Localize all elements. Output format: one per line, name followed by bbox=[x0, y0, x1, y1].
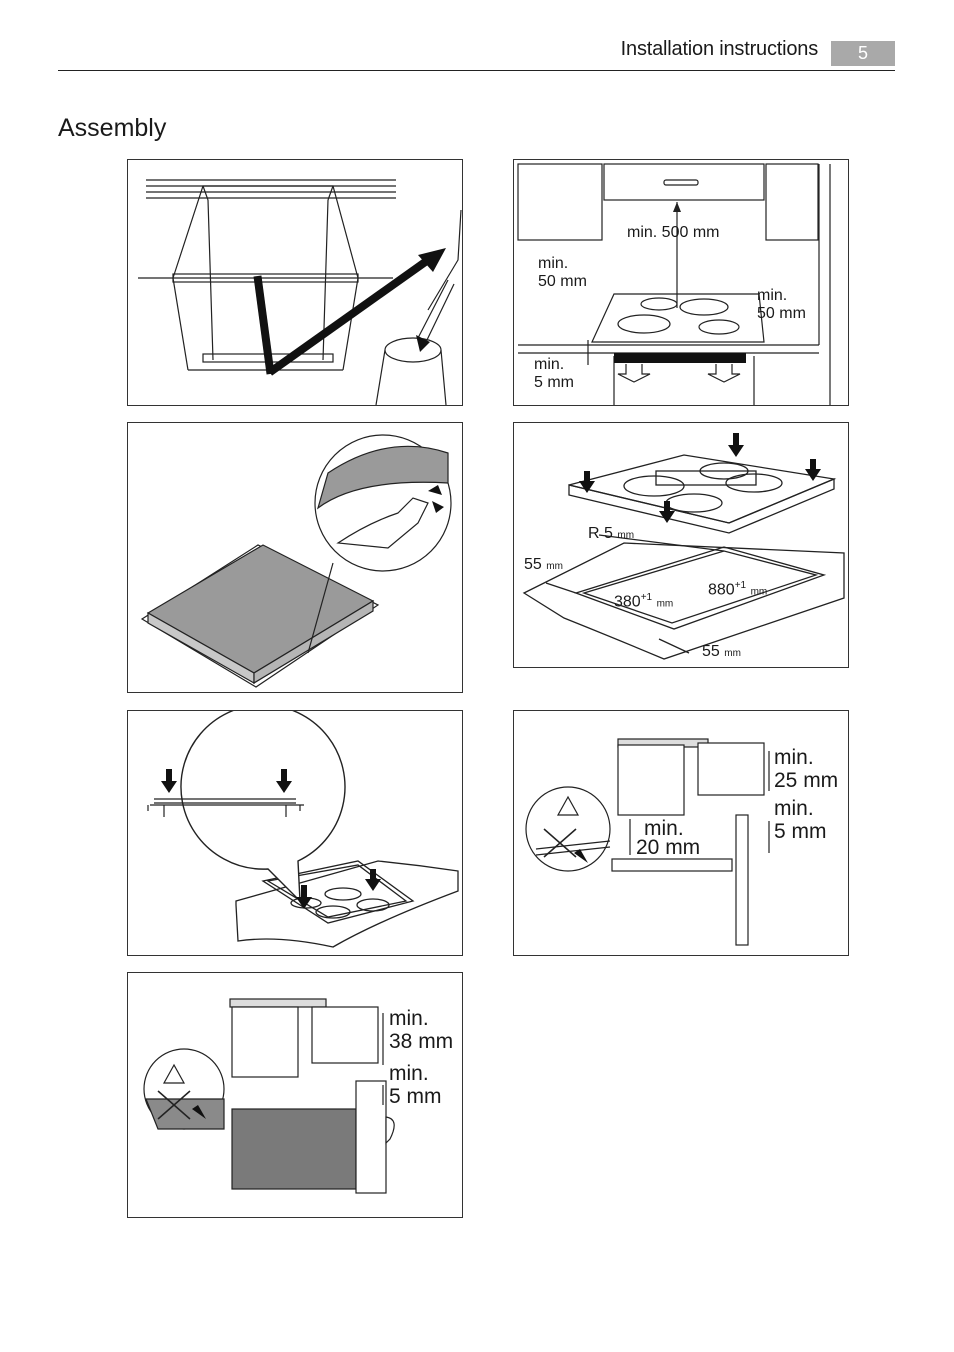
seal-strip-drawing bbox=[140, 434, 452, 688]
cutout-depth-label: 380+1 mm bbox=[614, 592, 674, 611]
figure-sealing-cabinet bbox=[127, 159, 463, 406]
clearance-right-label-line2: 50 mm bbox=[757, 305, 806, 322]
oven-clearance-drawing bbox=[143, 998, 395, 1194]
gap-under-label-line1: min. bbox=[644, 817, 684, 840]
clearance-top-label: min. 500 mm bbox=[627, 224, 720, 241]
figure-press-in bbox=[127, 710, 463, 956]
clearance-drawing bbox=[517, 163, 831, 405]
gap-thickness-label-line2: 25 mm bbox=[774, 769, 839, 792]
cabinet-drawing bbox=[138, 179, 462, 405]
figure-clearances: min. 500 mm min. 50 mm min. 50 mm min. 5… bbox=[513, 159, 849, 406]
cutout-left-margin-label: 55 mm bbox=[524, 556, 563, 573]
underside-gap-drawing bbox=[525, 738, 770, 946]
cutout-drawing bbox=[522, 433, 845, 660]
clearance-right-label-line1: min. bbox=[757, 287, 788, 304]
cutout-front-margin-label: 55 mm bbox=[702, 643, 741, 660]
figure-cutout-dimensions: R 5 mm 55 mm 380+1 mm 880+1 mm 55 mm bbox=[513, 422, 849, 668]
clearance-left-label-line1: min. bbox=[538, 255, 569, 272]
header-rule bbox=[58, 70, 895, 71]
cutout-radius-label: R 5 mm bbox=[588, 525, 635, 542]
clearance-left-label-line2: 50 mm bbox=[538, 273, 587, 290]
clearance-bottom-label-line1: min. bbox=[534, 356, 565, 373]
oven-thickness-label-line2: 38 mm bbox=[389, 1030, 454, 1053]
oven-thickness-label-line1: min. bbox=[389, 1007, 429, 1030]
page-number-badge: 5 bbox=[831, 41, 895, 66]
figure-seal-strip bbox=[127, 422, 463, 693]
oven-gap-label-line2: 5 mm bbox=[389, 1085, 442, 1108]
figure-underside-gap: min. 25 mm min. 5 mm min. 20 mm bbox=[513, 710, 849, 956]
section-title: Assembly bbox=[58, 114, 167, 142]
press-in-drawing bbox=[147, 711, 459, 948]
gap-under-label-line2: 20 mm bbox=[636, 836, 701, 859]
header-title: Installation instructions bbox=[620, 38, 819, 60]
clearance-bottom-label-line2: 5 mm bbox=[534, 374, 574, 391]
oven-gap-label-line1: min. bbox=[389, 1062, 429, 1085]
gap-side-label-line1: min. bbox=[774, 797, 814, 820]
gap-thickness-label-line1: min. bbox=[774, 746, 814, 769]
figure-oven-clearance: min. 38 mm min. 5 mm bbox=[127, 972, 463, 1218]
gap-side-label-line2: 5 mm bbox=[774, 820, 827, 843]
cutout-width-label: 880+1 mm bbox=[708, 580, 768, 599]
